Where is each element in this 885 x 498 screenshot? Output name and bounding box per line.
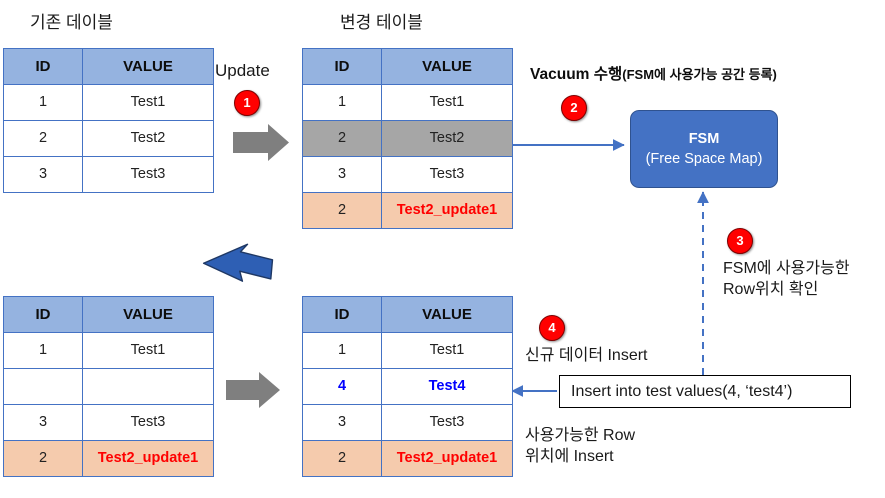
column-header-value: VALUE <box>82 296 214 333</box>
vacuum-heading-main: Vacuum 수행 <box>530 66 623 83</box>
cell-id <box>3 368 83 405</box>
column-header-value: VALUE <box>82 48 214 85</box>
cell-id: 1 <box>3 332 83 369</box>
step-marker-2: 2 <box>561 95 587 121</box>
sql-statement-box[interactable]: Insert into test values(4, ‘test4’) <box>559 375 851 408</box>
table-before-title: 기존 데이블 <box>30 13 113 32</box>
cell-id: 3 <box>3 404 83 441</box>
cell-value: Test1 <box>82 84 214 121</box>
cell-value: Test3 <box>82 404 214 441</box>
table-header-row: ID VALUE <box>3 296 214 333</box>
insert-note: 사용가능한 Row 위치에 Insert <box>525 425 635 467</box>
cell-value: Test2 <box>82 120 214 157</box>
cell-id: 2 <box>3 120 83 157</box>
cell-value: Test2_update1 <box>381 440 513 477</box>
column-header-id: ID <box>3 296 83 333</box>
cell-value: Test3 <box>381 404 513 441</box>
cell-value: Test2 <box>381 120 513 157</box>
column-header-id: ID <box>3 48 83 85</box>
table-header-row: ID VALUE <box>3 48 214 85</box>
column-header-id: ID <box>302 296 382 333</box>
cell-value: Test1 <box>381 332 513 369</box>
step4-description: 신규 데이터 Insert <box>525 347 648 364</box>
update-label: Update <box>215 61 270 80</box>
cell-id: 3 <box>3 156 83 193</box>
cell-id: 2 <box>302 192 382 229</box>
cell-value: Test4 <box>381 368 513 405</box>
cell-id: 2 <box>302 120 382 157</box>
step-marker-4: 4 <box>539 315 565 341</box>
vacuum-heading-paren: (FSM에 사용가능 공간 등록) <box>622 67 777 82</box>
cell-id: 1 <box>302 84 382 121</box>
table-row <box>3 368 214 405</box>
step-marker-1: 1 <box>234 90 260 116</box>
insert-note-line-2: 위치에 Insert <box>525 448 614 466</box>
fsm-box: FSM (Free Space Map) <box>630 110 778 188</box>
vacuum-heading: Vacuum 수행(FSM에 사용가능 공간 등록) <box>530 62 777 84</box>
column-header-id: ID <box>302 48 382 85</box>
column-header-value: VALUE <box>381 48 513 85</box>
sql-statement-text: Insert into test values(4, ‘test4’) <box>571 382 793 400</box>
cell-id: 4 <box>302 368 382 405</box>
cell-id: 2 <box>3 440 83 477</box>
cell-value: Test1 <box>381 84 513 121</box>
gray-arrow-top <box>233 124 289 161</box>
cell-id: 1 <box>302 332 382 369</box>
table-header-row: ID VALUE <box>302 296 513 333</box>
table-after-title: 변경 테이블 <box>340 13 423 32</box>
gray-arrow-bottom <box>226 372 280 408</box>
step3-line-1: FSM에 사용가능한 <box>723 260 850 277</box>
cell-id: 3 <box>302 404 382 441</box>
step3-description: FSM에 사용가능한 Row위치 확인 <box>723 258 850 300</box>
cell-id: 3 <box>302 156 382 193</box>
step-marker-3: 3 <box>727 228 753 254</box>
fsm-subtitle: (Free Space Map) <box>645 151 763 167</box>
cell-value: Test2_update1 <box>381 192 513 229</box>
table-header-row: ID VALUE <box>302 48 513 85</box>
cell-value: Test3 <box>82 156 214 193</box>
cell-value: Test2_update1 <box>82 440 214 477</box>
cell-value <box>82 368 214 405</box>
blue-diagonal-arrow <box>202 243 274 282</box>
column-header-value: VALUE <box>381 296 513 333</box>
cell-id: 1 <box>3 84 83 121</box>
cell-id: 2 <box>302 440 382 477</box>
cell-value: Test1 <box>82 332 214 369</box>
step3-line-2: Row위치 확인 <box>723 281 819 299</box>
cell-value: Test3 <box>381 156 513 193</box>
insert-note-line-1: 사용가능한 Row <box>525 427 636 444</box>
fsm-title: FSM <box>688 130 720 147</box>
